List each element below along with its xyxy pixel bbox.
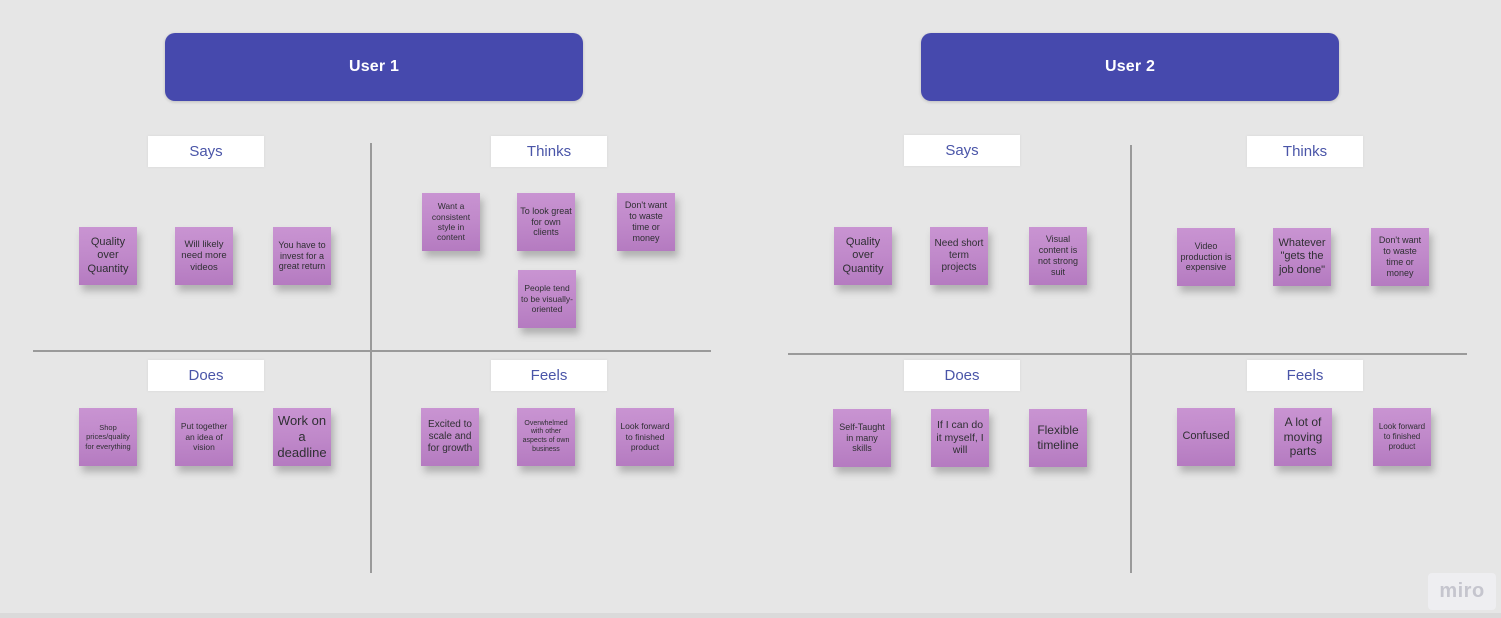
- user-1-quadrant-label-does[interactable]: Does: [148, 360, 264, 391]
- sticky-note-text: If I can do it myself, I will: [936, 418, 984, 457]
- user-2-horizontal-axis: [788, 353, 1467, 355]
- sticky-note[interactable]: Quality over Quantity: [834, 227, 892, 285]
- sticky-note-text: Visual content is not strong suit: [1037, 234, 1079, 277]
- sticky-note[interactable]: Quality over Quantity: [79, 227, 137, 285]
- sticky-note[interactable]: You have to invest for a great return: [273, 227, 331, 285]
- sticky-note[interactable]: Need short term projects: [930, 227, 988, 285]
- user-2-header[interactable]: User 2: [921, 33, 1339, 101]
- quadrant-label-text: Says: [189, 143, 223, 160]
- sticky-note-text: Flexible timeline: [1037, 423, 1079, 452]
- quadrant-label-text: Thinks: [1282, 143, 1328, 160]
- sticky-note-text: Will likely need more videos: [181, 238, 227, 273]
- quadrant-label-text: Feels: [1286, 367, 1324, 384]
- sticky-note[interactable]: Want a consistent style in content: [422, 193, 480, 251]
- user-1-vertical-axis: [370, 143, 372, 573]
- sticky-note-text: To look great for own clients: [520, 205, 572, 238]
- sticky-note[interactable]: Whatever "gets the job done": [1273, 228, 1331, 286]
- sticky-note-text: Put together an idea of vision: [180, 421, 228, 453]
- miro-logo: miro: [1439, 580, 1485, 602]
- sticky-note-text: Don't want to waste time or money: [1378, 235, 1422, 278]
- sticky-note[interactable]: To look great for own clients: [517, 193, 575, 251]
- sticky-note[interactable]: Work on a deadline: [273, 408, 331, 466]
- sticky-note-text: Look forward to finished product: [620, 421, 670, 453]
- quadrant-label-text: Thinks: [526, 143, 572, 160]
- sticky-note[interactable]: Video production is expensive: [1177, 228, 1235, 286]
- user-2-quadrant-label-does[interactable]: Does: [904, 360, 1020, 391]
- sticky-note-text: Quality over Quantity: [842, 235, 884, 275]
- quadrant-label-text: Feels: [530, 367, 568, 384]
- sticky-note-text: Work on a deadline: [277, 413, 327, 460]
- sticky-note[interactable]: Put together an idea of vision: [175, 408, 233, 466]
- sticky-note-text: Overwhelmed with other aspects of own bu…: [522, 419, 570, 453]
- sticky-note-text: You have to invest for a great return: [278, 239, 326, 272]
- sticky-note[interactable]: People tend to be visually-oriented: [518, 270, 576, 328]
- sticky-note[interactable]: Look forward to finished product: [616, 408, 674, 466]
- quadrant-label-text: Does: [944, 367, 980, 384]
- sticky-note-text: Quality over Quantity: [87, 235, 129, 275]
- sticky-note[interactable]: Confused: [1177, 408, 1235, 466]
- sticky-note[interactable]: Will likely need more videos: [175, 227, 233, 285]
- sticky-note-text: Excited to scale and for growth: [427, 418, 473, 455]
- sticky-note[interactable]: Don't want to waste time or money: [1371, 228, 1429, 286]
- sticky-note-text: Whatever "gets the job done": [1278, 236, 1326, 276]
- sticky-note[interactable]: A lot of moving parts: [1274, 408, 1332, 466]
- user-1-quadrant-label-thinks[interactable]: Thinks: [491, 136, 607, 167]
- sticky-note[interactable]: If I can do it myself, I will: [931, 409, 989, 467]
- sticky-note[interactable]: Visual content is not strong suit: [1029, 227, 1087, 285]
- sticky-note-text: Confused: [1182, 430, 1230, 443]
- bottom-edge: [0, 613, 1501, 618]
- user-title: User 2: [1104, 58, 1156, 75]
- sticky-note[interactable]: Flexible timeline: [1029, 409, 1087, 467]
- sticky-note[interactable]: Shop prices/quality for everything: [79, 408, 137, 466]
- miro-watermark[interactable]: miro: [1428, 573, 1496, 610]
- sticky-note-text: Don't want to waste time or money: [624, 200, 668, 243]
- user-2-quadrant-label-thinks[interactable]: Thinks: [1247, 136, 1363, 167]
- sticky-note-text: Shop prices/quality for everything: [85, 423, 131, 451]
- quadrant-label-text: Says: [945, 142, 979, 159]
- sticky-note-text: Video production is expensive: [1180, 240, 1232, 273]
- sticky-note[interactable]: Look forward to finished product: [1373, 408, 1431, 466]
- sticky-note-text: A lot of moving parts: [1283, 415, 1323, 459]
- user-1-quadrant-label-says[interactable]: Says: [148, 136, 264, 167]
- sticky-note-text: Look forward to finished product: [1378, 422, 1426, 451]
- user-1-header[interactable]: User 1: [165, 33, 583, 101]
- user-1-horizontal-axis: [33, 350, 711, 352]
- user-2-quadrant-label-says[interactable]: Says: [904, 135, 1020, 166]
- user-title: User 1: [348, 58, 400, 75]
- sticky-note-text: People tend to be visually-oriented: [521, 283, 573, 315]
- user-2-quadrant-label-feels[interactable]: Feels: [1247, 360, 1363, 391]
- sticky-note-text: Need short term projects: [934, 237, 984, 274]
- user-2-vertical-axis: [1130, 145, 1132, 573]
- user-1-quadrant-label-feels[interactable]: Feels: [491, 360, 607, 391]
- sticky-note[interactable]: Excited to scale and for growth: [421, 408, 479, 466]
- sticky-note-text: Want a consistent style in content: [431, 201, 471, 243]
- sticky-note[interactable]: Don't want to waste time or money: [617, 193, 675, 251]
- sticky-note[interactable]: Self-Taught in many skills: [833, 409, 891, 467]
- quadrant-label-text: Does: [188, 367, 224, 384]
- sticky-note[interactable]: Overwhelmed with other aspects of own bu…: [517, 408, 575, 466]
- sticky-note-text: Self-Taught in many skills: [839, 421, 885, 454]
